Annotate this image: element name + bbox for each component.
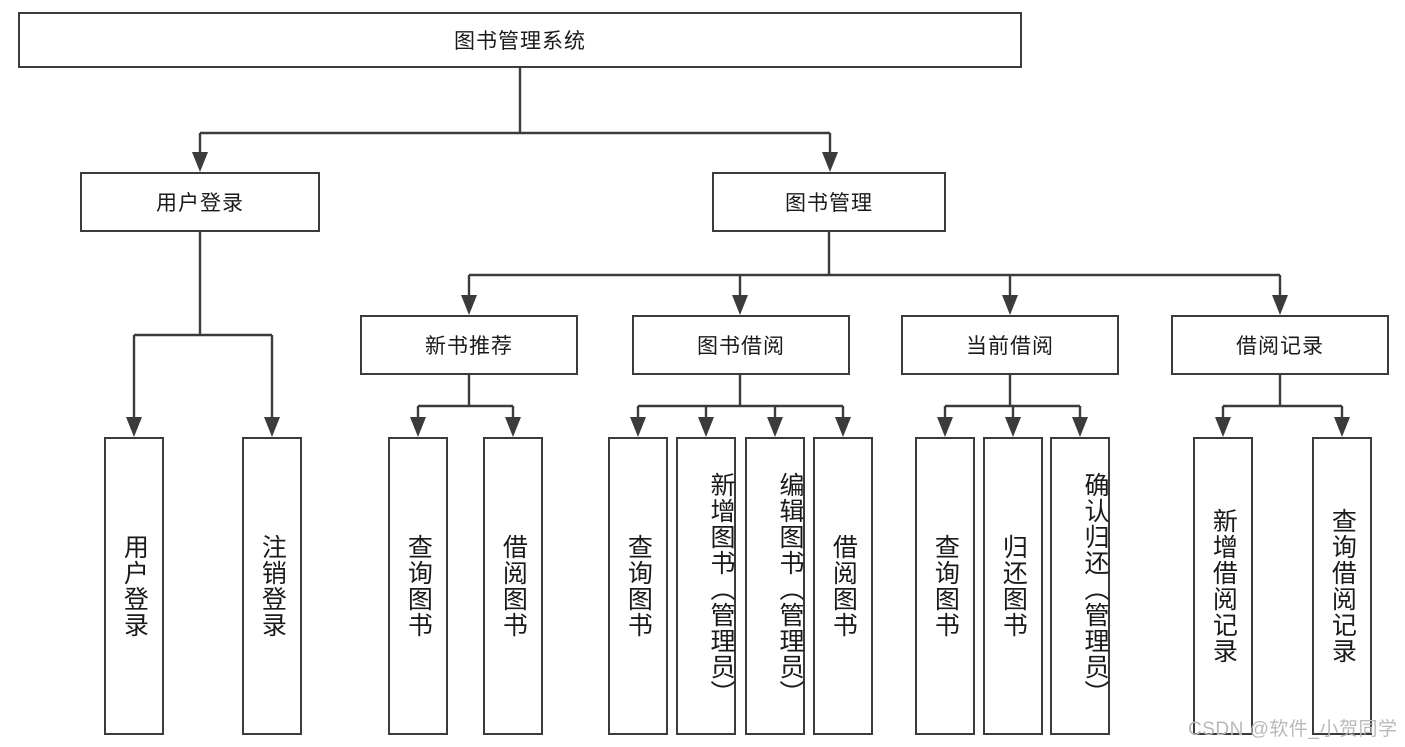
node-leaf-borrow-book-2[interactable]: 借阅图书 bbox=[813, 437, 873, 735]
node-new-book-recommend[interactable]: 新书推荐 bbox=[360, 315, 578, 375]
node-leaf-query-record[interactable]: 查询借阅记录 bbox=[1312, 437, 1372, 735]
node-book-manage[interactable]: 图书管理 bbox=[712, 172, 946, 232]
node-borrow-record[interactable]: 借阅记录 bbox=[1171, 315, 1389, 375]
node-leaf-add-book[interactable]: 新增图书（管理员） bbox=[676, 437, 736, 735]
node-leaf-return-book[interactable]: 归还图书 bbox=[983, 437, 1043, 735]
node-leaf-query-book-3[interactable]: 查询图书 bbox=[915, 437, 975, 735]
node-book-borrow[interactable]: 图书借阅 bbox=[632, 315, 850, 375]
node-leaf-borrow-book-1[interactable]: 借阅图书 bbox=[483, 437, 543, 735]
node-leaf-confirm-return[interactable]: 确认归还（管理员） bbox=[1050, 437, 1110, 735]
node-leaf-user-login[interactable]: 用户登录 bbox=[104, 437, 164, 735]
node-root-system[interactable]: 图书管理系统 bbox=[18, 12, 1022, 68]
node-leaf-edit-book[interactable]: 编辑图书（管理员） bbox=[745, 437, 805, 735]
node-leaf-query-book-2[interactable]: 查询图书 bbox=[608, 437, 668, 735]
watermark-text: CSDN @软件_小贺同学 bbox=[1188, 719, 1398, 740]
node-current-borrow[interactable]: 当前借阅 bbox=[901, 315, 1119, 375]
node-leaf-query-book-1[interactable]: 查询图书 bbox=[388, 437, 448, 735]
node-leaf-add-record[interactable]: 新增借阅记录 bbox=[1193, 437, 1253, 735]
node-leaf-user-logout[interactable]: 注销登录 bbox=[242, 437, 302, 735]
node-user-login[interactable]: 用户登录 bbox=[80, 172, 320, 232]
